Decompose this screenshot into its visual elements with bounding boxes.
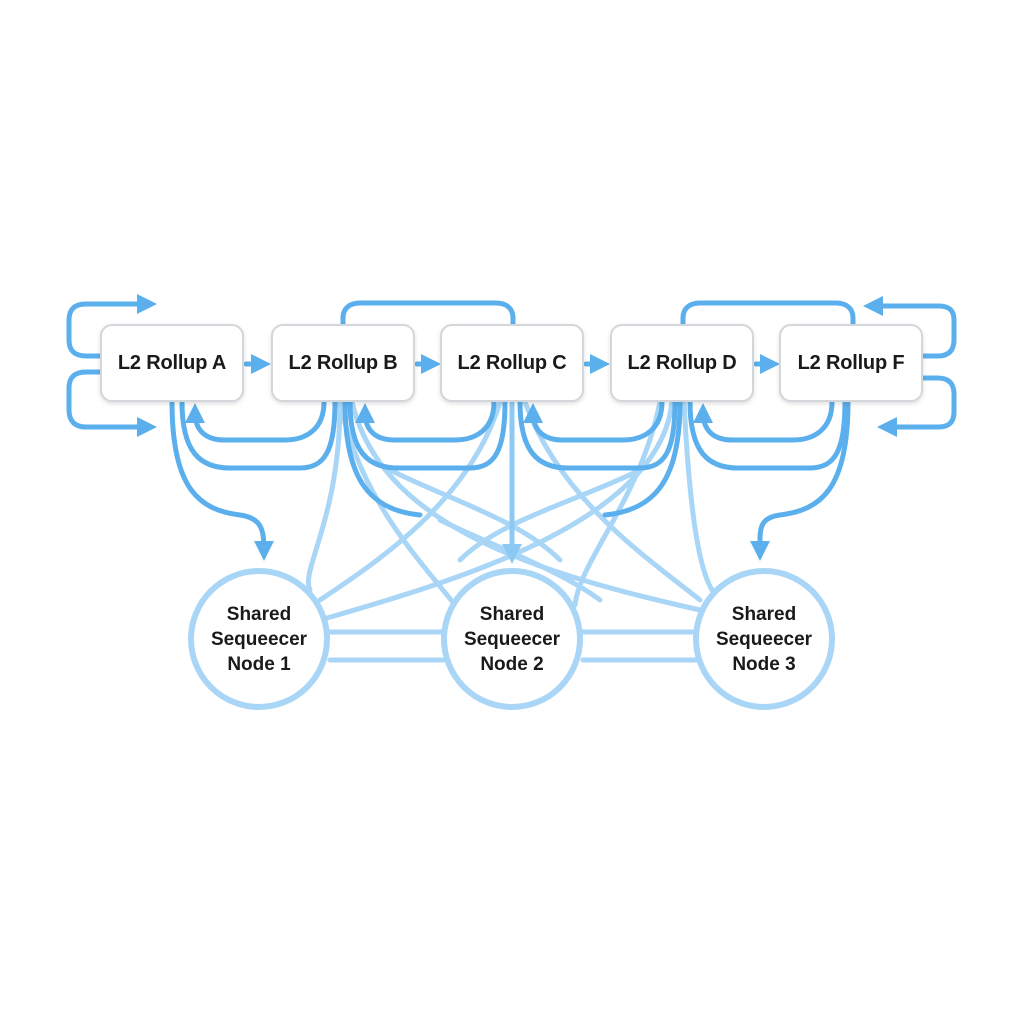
loop-outer-bc — [347, 399, 508, 471]
loop-outer-ab — [179, 399, 338, 471]
rollup-to-node-arrows — [169, 399, 851, 561]
node-label-line3: Node 3 — [732, 653, 796, 675]
sequencer-node-1: Shared Sequeecer Node 1 — [188, 568, 330, 710]
rollup-label: L2 Rollup C — [457, 351, 567, 374]
loop-left-bottom — [66, 369, 157, 437]
return-loops — [179, 399, 848, 518]
loop-b-to-a — [185, 399, 327, 443]
loop-f-to-d — [693, 399, 835, 443]
mesh-connections — [305, 399, 715, 663]
rollup-label: L2 Rollup B — [288, 351, 398, 374]
rollup-box-b: L2 Rollup B — [271, 324, 415, 402]
mesh-line — [522, 399, 703, 603]
mesh-line — [457, 467, 643, 563]
loop-outer-df — [687, 399, 848, 471]
side-loops — [66, 294, 957, 437]
loop-d-to-c — [523, 399, 665, 443]
node-label-line1: Shared — [731, 603, 797, 625]
mesh-line — [317, 399, 675, 623]
loop-right-bottom — [877, 375, 957, 437]
node-label-line3: Node 2 — [480, 653, 544, 675]
arc-b-c — [340, 300, 516, 327]
rollup-label: L2 Rollup A — [117, 351, 227, 374]
sequencer-node-3: Shared Sequeecer Node 3 — [693, 568, 835, 710]
rollup-box-f: L2 Rollup F — [779, 324, 923, 402]
mesh-line — [681, 399, 715, 593]
sequencer-node-2: Shared Sequeecer Node 2 — [441, 568, 583, 710]
mesh-line — [387, 467, 563, 563]
node-label-line2: Sequeecer — [463, 628, 561, 650]
loop-deep-bc — [342, 399, 423, 518]
loop-outer-cd — [517, 399, 678, 471]
arrow-f-to-node3 — [749, 399, 851, 561]
node-label-line1: Shared — [479, 603, 545, 625]
top-arcs — [340, 300, 856, 327]
mesh-line — [317, 399, 503, 603]
loop-right-top — [863, 296, 957, 359]
rollup-box-a: L2 Rollup A — [100, 324, 244, 402]
loop-deep-cd — [602, 399, 683, 518]
rollup-box-c: L2 Rollup C — [440, 324, 584, 402]
arrow-a-to-node1 — [169, 399, 274, 561]
loop-c-to-b — [355, 399, 497, 443]
rollup-label: L2 Rollup D — [627, 351, 737, 374]
node-label-line2: Sequeecer — [210, 628, 308, 650]
node-label-line3: Node 1 — [227, 653, 291, 675]
loop-left-top — [66, 294, 157, 359]
arc-d-f — [680, 300, 856, 327]
rollup-box-d: L2 Rollup D — [610, 324, 754, 402]
rollup-label: L2 Rollup F — [797, 351, 905, 374]
node-label-line1: Shared — [226, 603, 292, 625]
node-label-line2: Sequeecer — [715, 628, 813, 650]
mesh-line — [305, 399, 343, 593]
